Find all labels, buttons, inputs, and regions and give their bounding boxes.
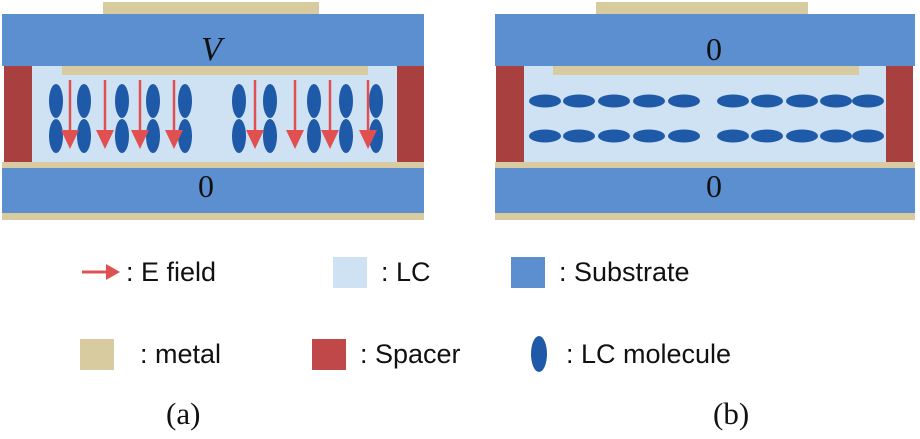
legend-substrate: : Substrate [511,252,690,292]
lc-molecule [339,84,353,118]
ellipse-icon [530,334,548,374]
lc-layer-a [32,66,397,162]
legend-efield-label: : E field [126,256,217,287]
efield-arrow [165,80,183,149]
lc-molecule [598,94,630,108]
spacer-left-a [4,66,32,162]
lc-molecule [668,94,700,108]
inner-metal-a [62,66,368,75]
lc-molecules-a [49,84,383,153]
legend-metal: : metal [80,334,221,374]
efield-arrow [286,80,304,149]
lc-molecule [232,84,246,118]
lc-molecules-b [529,94,884,143]
caption-b: (b) [713,396,750,431]
efield-arrow [61,80,79,149]
lc-molecule [115,84,129,118]
lc-molecule [339,119,353,153]
lc-molecule [633,129,665,143]
efield-arrow [321,80,339,149]
top-metal-electrode-b [596,2,808,14]
lc-molecule [751,129,783,143]
lc-molecule [563,129,595,143]
lc-molecule [369,84,383,118]
efield-arrows-a [61,80,377,149]
efield-arrow [131,80,149,149]
legend-spacer: : Spacer [312,334,461,374]
lc-molecule [115,119,129,153]
lc-molecule [529,129,561,143]
spacer-right-b [886,66,913,162]
bottom-voltage-label-b: 0 [706,168,722,204]
panel-a: V 0 [2,2,424,220]
bottom-metal-a [2,162,424,168]
caption-a: (a) [166,396,201,431]
lc-molecule [307,119,321,153]
legend-lc: : LC [333,252,431,292]
lc-layer-b [524,66,886,162]
lc-molecule [232,119,246,153]
lc-molecule [369,119,383,153]
lc-molecule [263,119,277,153]
lc-molecule [77,119,91,153]
lc-molecule [263,84,277,118]
lc-molecule [529,94,561,108]
spacer-swatch-icon [312,338,346,370]
legend-efield: : E field [80,252,216,292]
legend-substrate-label: : Substrate [559,256,690,287]
inner-metal-b [553,66,859,75]
top-metal-electrode-a [103,2,319,14]
lc-molecule [852,129,884,143]
bottom-substrate-b [495,168,915,213]
lc-molecule [786,129,818,143]
lc-molecule [49,84,63,118]
efield-arrow [246,80,264,149]
lc-molecule [146,119,160,153]
substrate-swatch-icon [511,256,545,288]
bottom-metal-edge-b [495,213,915,220]
lc-swatch-icon [333,256,367,288]
lc-molecule [820,129,852,143]
bottom-voltage-label-a: 0 [198,168,214,204]
lc-molecule [820,94,852,108]
lc-molecule [49,119,63,153]
spacer-right-a [397,66,424,162]
lc-molecule [77,84,91,118]
lc-molecule [852,94,884,108]
lc-molecule [633,94,665,108]
lc-molecule [786,94,818,108]
lc-molecule [751,94,783,108]
panel-b: 0 0 [495,2,915,220]
bottom-metal-b [495,162,915,168]
lc-molecule [717,94,749,108]
legend-spacer-label: : Spacer [360,338,461,369]
lc-molecule [307,84,321,118]
lc-molecule [563,94,595,108]
spacer-left-b [496,66,524,162]
legend-molecule: : LC molecule [530,334,731,374]
lc-molecule [717,129,749,143]
legend-lc-label: : LC [381,256,431,287]
legend-molecule-label: : LC molecule [566,338,732,369]
lc-molecule [668,129,700,143]
top-substrate-b [495,14,915,66]
lc-molecule [146,84,160,118]
top-substrate-a [2,14,424,66]
efield-arrow [359,80,377,149]
lc-molecule [598,129,630,143]
bottom-metal-edge-a [2,213,424,220]
lc-molecule [178,84,192,118]
efield-arrow [96,80,114,149]
legend-metal-label: : metal [140,338,222,369]
lc-molecule [178,119,192,153]
metal-swatch-icon [80,338,114,370]
arrow-right-icon [80,260,122,284]
top-voltage-label-b: 0 [706,31,722,67]
bottom-substrate-a [2,168,424,213]
